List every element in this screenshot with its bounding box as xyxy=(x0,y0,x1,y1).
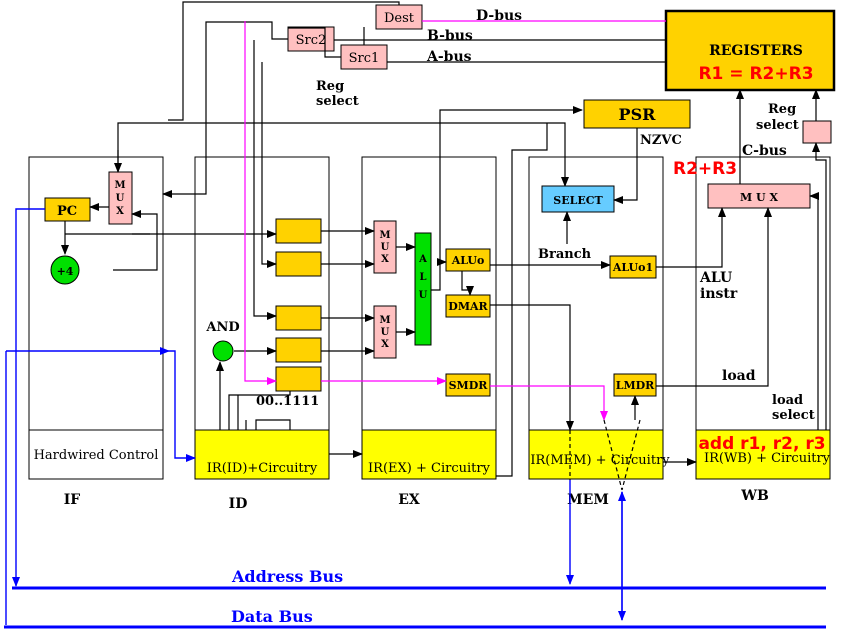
mem-stage: ALUo1 LMDR xyxy=(490,255,697,491)
alu-instr-line2: instr xyxy=(700,286,738,302)
stage-wb-label: WB xyxy=(740,488,769,504)
data-bus-label: Data Bus xyxy=(231,607,313,626)
bus-selectors: Dest Src2 Src1 D-bus B-bus A-bus Reg sel… xyxy=(287,4,522,109)
stage-ex-label: EX xyxy=(398,492,420,508)
hardwired-control-box xyxy=(28,429,164,480)
id-latch-3 xyxy=(275,305,322,331)
r2r3-label: R2+R3 xyxy=(673,159,737,179)
load-label: load xyxy=(722,368,756,384)
alu-instr-line1: ALU xyxy=(699,270,732,286)
ir-id-label: IR(ID)+Circuitry xyxy=(207,461,318,476)
if-mux-letter-u: U xyxy=(116,193,125,204)
aluo1-label: ALUo1 xyxy=(612,261,653,274)
if-mux-letter-m: M xyxy=(114,180,125,191)
plus4-adder xyxy=(50,255,80,285)
id-stage: AND 00..1111 xyxy=(132,21,322,430)
reg-select-top-line2: select xyxy=(316,94,359,109)
ir-wb-label: IR(WB) + Circuitry xyxy=(704,451,831,466)
lmdr-label: LMDR xyxy=(616,379,655,392)
registers-title: REGISTERS xyxy=(709,43,803,59)
control-boxes: Hardwired Control IR(ID)+Circuitry IR(EX… xyxy=(28,429,831,480)
alu xyxy=(414,232,432,346)
load-select-line1: load xyxy=(772,393,803,408)
wb-stage: M U X Reg select C-bus R2+R3 ALU instr l… xyxy=(656,89,832,430)
reg-select-right-box xyxy=(802,120,832,144)
smdr-register xyxy=(445,373,491,397)
smdr-label: SMDR xyxy=(449,379,489,392)
psr-select: PSR NZVC SELECT Branch xyxy=(496,99,691,477)
id-latch-4 xyxy=(275,337,322,363)
dest-selector xyxy=(375,4,423,30)
if-stage: PC M U X +4 xyxy=(44,122,569,285)
b-bus-label: B-bus xyxy=(427,28,473,44)
alu-letter-l: L xyxy=(419,272,426,283)
ex-mux-top-m: M xyxy=(379,230,390,241)
register-file: REGISTERS R1 = R2+R3 xyxy=(664,9,836,92)
c-bus-label: C-bus xyxy=(742,143,787,159)
pc-label: PC xyxy=(57,204,77,219)
a-bus-label: A-bus xyxy=(426,49,472,65)
ex-mux-top-u: U xyxy=(381,242,390,253)
psr-register xyxy=(583,99,691,129)
reg-select-right-line2: select xyxy=(756,118,799,133)
ir-id-box xyxy=(194,429,330,480)
ex-stage: M U X M U X A L U ALUo DMAR SMDR xyxy=(321,106,583,458)
and-label: AND xyxy=(205,320,239,335)
src1-label: Src1 xyxy=(349,51,380,66)
stage-mem-label: MEM xyxy=(567,492,609,508)
current-instruction: add r1, r2, r3 xyxy=(698,434,825,454)
alu-letter-a: A xyxy=(418,254,427,265)
register-equation: R1 = R2+R3 xyxy=(698,64,813,84)
id-latch-5 xyxy=(275,366,322,392)
id-latch-1 xyxy=(275,218,322,244)
hardwired-control-label: Hardwired Control xyxy=(34,448,159,463)
ex-mux-bottom-u: U xyxy=(381,327,390,338)
dest-label: Dest xyxy=(384,11,415,26)
reg-select-right-line1: Reg xyxy=(768,102,796,117)
aluo-label: ALUo xyxy=(451,254,485,267)
src2-label: Src2 xyxy=(296,33,327,48)
address-bus-label: Address Bus xyxy=(231,567,343,586)
ir-mem-box xyxy=(528,429,664,480)
reg-select-top-line1: Reg xyxy=(316,79,344,94)
load-select-line2: select xyxy=(772,408,815,423)
if-mux-letter-x: X xyxy=(116,206,124,217)
and-gate xyxy=(212,340,234,362)
branch-label: Branch xyxy=(538,247,592,262)
wb-mux-label: M U X xyxy=(740,191,778,204)
ir-mem-label: IR(MEM) + Circuitry xyxy=(530,453,670,468)
ex-mux-bottom-x: X xyxy=(381,339,389,350)
select-label: SELECT xyxy=(553,194,603,207)
ir-ex-box xyxy=(361,429,497,480)
dmar-label: DMAR xyxy=(448,300,488,313)
select-unit xyxy=(541,185,615,213)
d-bus-label: D-bus xyxy=(476,8,522,24)
ex-mux-top-x: X xyxy=(381,254,389,265)
nzvc-label: NZVC xyxy=(640,133,682,148)
ir-wb-box xyxy=(695,429,831,480)
wb-mux xyxy=(707,183,811,209)
stage-id-label: ID xyxy=(229,496,248,512)
registers-box xyxy=(664,9,836,92)
stage-if-label: IF xyxy=(64,492,81,508)
src2-selector xyxy=(287,26,335,52)
system-buses: Address Bus Data Bus xyxy=(4,208,826,629)
psr-label: PSR xyxy=(619,105,657,124)
register-bus-wires xyxy=(162,1,666,198)
bits-label: 00..1111 xyxy=(256,394,319,409)
ir-ex-label: IR(EX) + Circuitry xyxy=(368,461,491,476)
id-latch-2 xyxy=(275,251,322,277)
stage-names: IF ID EX MEM WB xyxy=(64,488,769,512)
plus4-label: +4 xyxy=(57,265,74,278)
alu-letter-u: U xyxy=(419,290,428,301)
ex-mux-bottom-m: M xyxy=(379,315,390,326)
